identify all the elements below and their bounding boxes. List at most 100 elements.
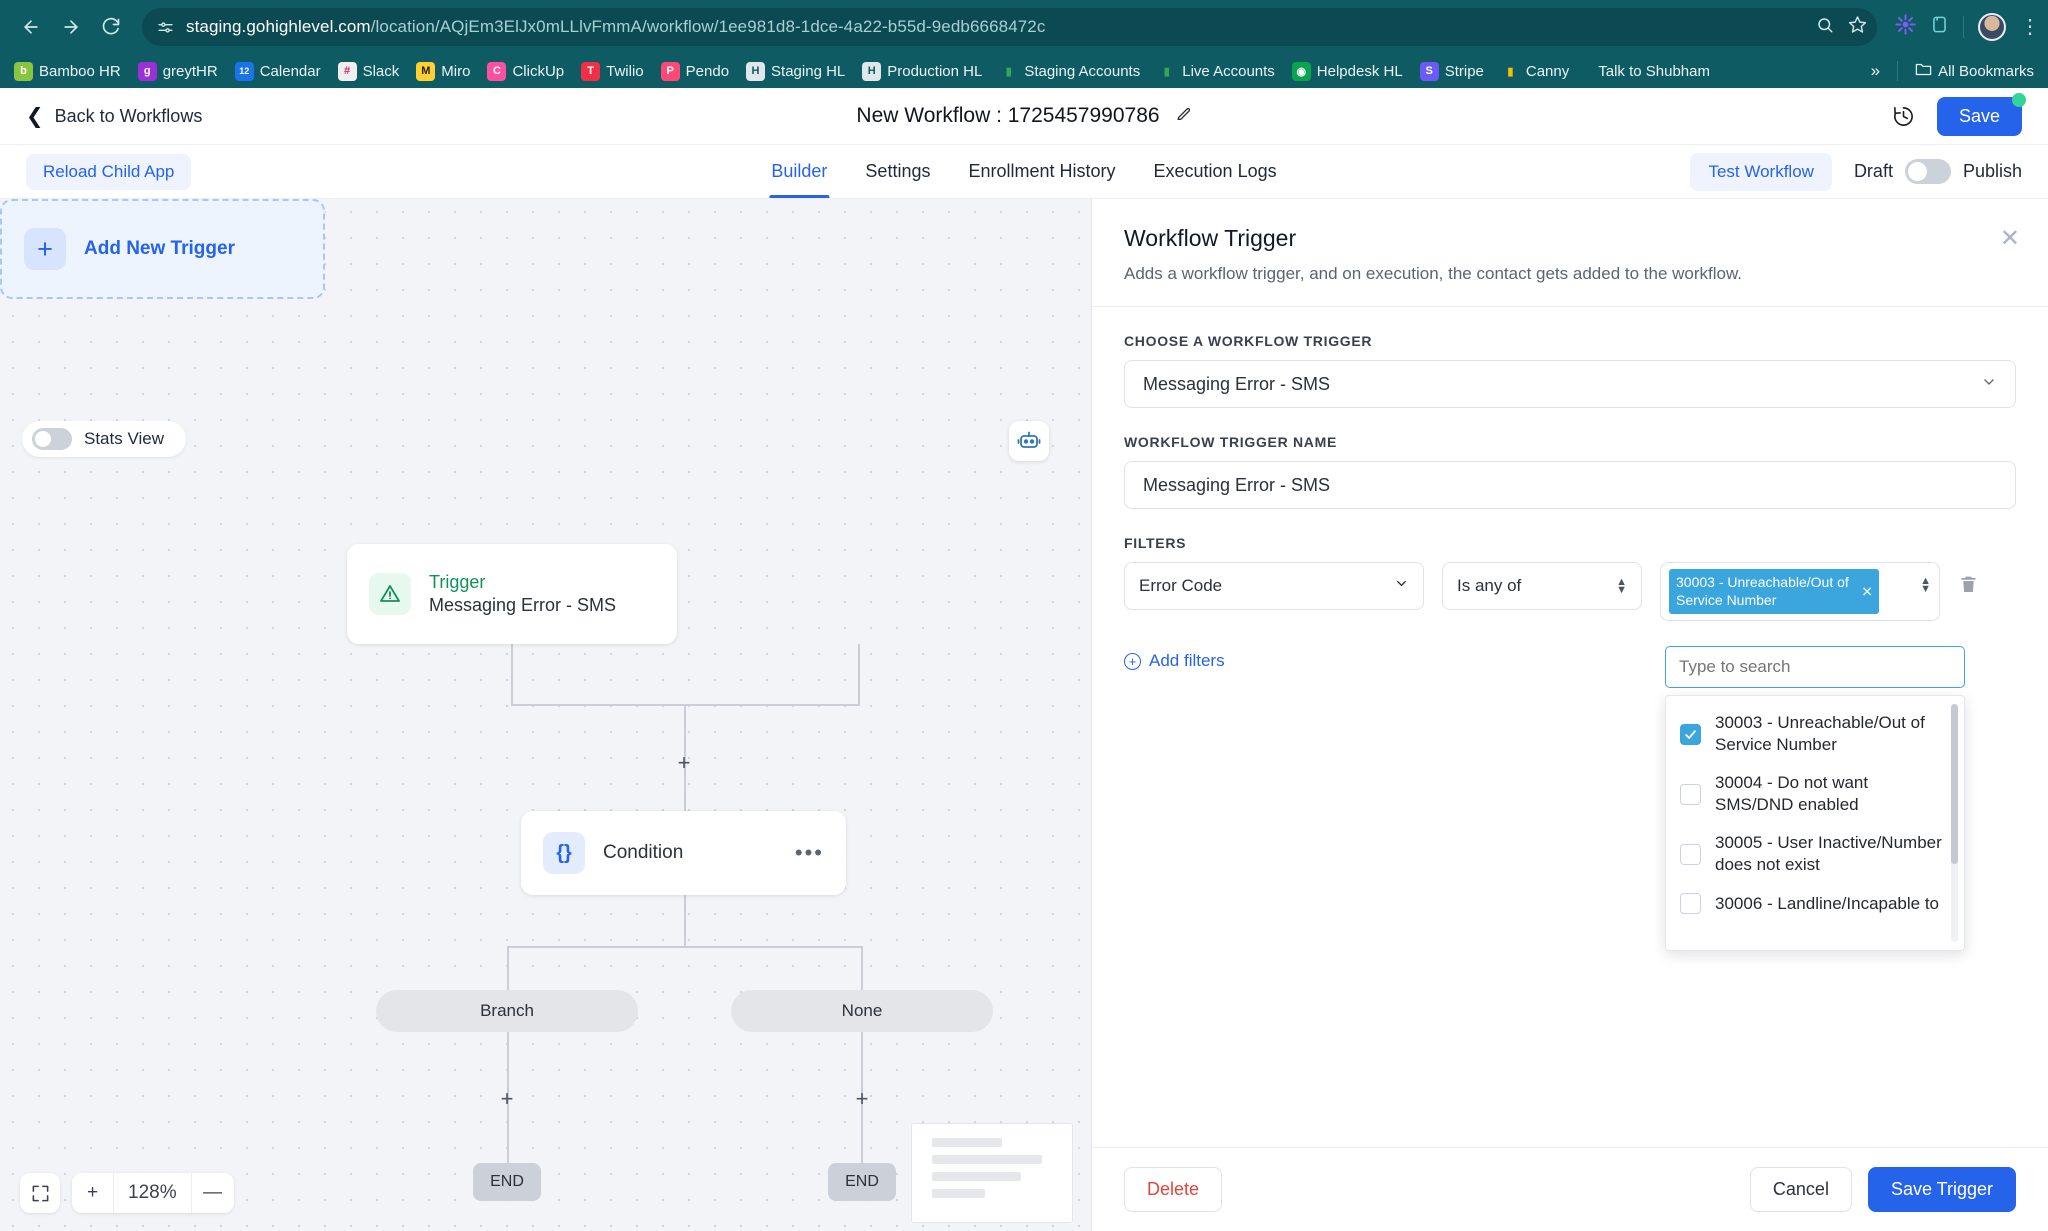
bookmark-item[interactable]: ▮Staging Accounts xyxy=(999,62,1140,81)
bookmark-label: Talk to Shubham xyxy=(1598,62,1710,80)
trigger-name-input[interactable]: Messaging Error - SMS xyxy=(1124,461,2016,509)
ai-assistant-icon[interactable] xyxy=(1009,421,1049,461)
add-filters-button[interactable]: + Add filters xyxy=(1124,651,2016,671)
unsaved-changes-indicator xyxy=(2012,92,2026,107)
condition-node[interactable]: {} Condition ••• xyxy=(521,811,846,895)
zoom-controls: + 128% — xyxy=(20,1173,234,1213)
end-node-right: END xyxy=(828,1163,896,1201)
stats-view-toggle-group[interactable]: Stats View xyxy=(22,421,187,457)
dropdown-option[interactable]: 30004 - Do not want SMS/DND enabled xyxy=(1666,764,1964,824)
workflow-canvas[interactable]: Stats View + + + Trigger Messaging Error… xyxy=(0,199,1092,1231)
ellipsis-icon[interactable]: ••• xyxy=(794,840,824,865)
bookmark-item[interactable]: Talk to Shubham xyxy=(1598,63,1710,80)
publish-toggle[interactable] xyxy=(1904,159,1951,184)
branch-pill-right[interactable]: None xyxy=(731,990,993,1032)
zoom-out-button[interactable]: — xyxy=(203,1182,223,1203)
forward-arrow-icon[interactable] xyxy=(54,10,88,44)
scrollbar-thumb[interactable] xyxy=(1951,704,1958,864)
add-step-branch-right-icon[interactable]: + xyxy=(855,1086,869,1111)
address-bar[interactable]: staging.gohighlevel.com/location/AQjEm3E… xyxy=(142,8,1877,46)
checkbox-icon[interactable] xyxy=(1680,893,1701,915)
add-new-trigger-button[interactable]: + Add New Trigger xyxy=(0,199,325,299)
edge-branch-left-end xyxy=(507,1032,509,1164)
back-to-workflows-button[interactable]: ❮ Back to Workflows xyxy=(26,106,202,127)
bookmark-item[interactable]: #Slack xyxy=(337,61,399,81)
zoom-level-label: 128% xyxy=(114,1173,192,1213)
dropdown-option[interactable]: 30003 - Unreachable/Out of Service Numbe… xyxy=(1666,704,1964,764)
add-step-main-icon[interactable]: + xyxy=(677,750,691,775)
selected-value-tag[interactable]: 30003 - Unreachable/Out of Service Numbe… xyxy=(1669,569,1879,614)
tab-enrollment-history[interactable]: Enrollment History xyxy=(968,161,1116,181)
bookmark-favicon: S xyxy=(1419,61,1439,81)
trigger-name-value: Messaging Error - SMS xyxy=(1143,474,1331,495)
bookmark-label: Bamboo HR xyxy=(39,62,121,80)
star-icon[interactable] xyxy=(1848,15,1867,39)
checkbox-icon[interactable] xyxy=(1680,843,1701,865)
search-input[interactable] xyxy=(1679,657,1951,677)
fit-screen-icon[interactable] xyxy=(20,1173,60,1213)
stats-view-toggle[interactable] xyxy=(32,428,72,450)
checkbox-icon[interactable] xyxy=(1680,783,1701,805)
bookmark-favicon: ▮ xyxy=(1507,65,1514,78)
branch-pill-left[interactable]: Branch xyxy=(376,990,638,1032)
search-input-wrapper[interactable] xyxy=(1665,646,1965,688)
bookmark-favicon: 12 xyxy=(234,61,254,81)
pencil-icon[interactable] xyxy=(1176,104,1192,128)
dropdown-option[interactable]: 30006 - Landline/Incapable to xyxy=(1666,885,1964,923)
trash-icon[interactable] xyxy=(1958,562,1979,600)
add-step-branch-left-icon[interactable]: + xyxy=(500,1086,514,1111)
filter-value-multiselect[interactable]: 30003 - Unreachable/Out of Service Numbe… xyxy=(1660,562,1940,621)
canvas-minimap[interactable] xyxy=(911,1123,1073,1223)
dropdown-option-list[interactable]: 30003 - Unreachable/Out of Service Numbe… xyxy=(1665,695,1965,951)
reload-child-app-button[interactable]: Reload Child App xyxy=(26,153,192,190)
bookmark-item[interactable]: ▮Live Accounts xyxy=(1157,62,1275,81)
profile-avatar-icon[interactable] xyxy=(1978,13,2006,41)
extensions-puzzle-icon[interactable] xyxy=(1930,15,1949,39)
zoom-in-button[interactable]: + xyxy=(72,1173,114,1213)
bookmark-item[interactable]: ▮Canny xyxy=(1501,62,1569,81)
dropdown-option[interactable]: 30005 - User Inactive/Number does not ex… xyxy=(1666,824,1964,884)
delete-button[interactable]: Delete xyxy=(1124,1167,1223,1212)
bookmarks-overflow-icon[interactable]: » xyxy=(1870,61,1881,80)
back-arrow-icon[interactable] xyxy=(14,10,48,44)
trigger-node[interactable]: Trigger Messaging Error - SMS xyxy=(347,544,677,644)
reload-icon[interactable] xyxy=(94,10,128,44)
save-button[interactable]: Save xyxy=(1936,92,2026,136)
search-icon[interactable] xyxy=(1816,16,1834,39)
app-header: ❮ Back to Workflows New Workflow : 17254… xyxy=(0,88,2048,145)
filter-operator-select[interactable]: Is any of ▲▼ xyxy=(1442,562,1642,610)
choose-trigger-select[interactable]: Messaging Error - SMS xyxy=(1124,360,2016,408)
bookmark-favicon: ▮ xyxy=(1005,65,1012,78)
bookmark-item[interactable]: ◉Helpdesk HL xyxy=(1291,61,1403,81)
tab-builder[interactable]: Builder xyxy=(769,145,830,198)
all-bookmarks-button[interactable]: All Bookmarks xyxy=(1915,62,2034,81)
close-tag-icon[interactable]: ✕ xyxy=(1861,582,1873,599)
bookmark-label: Twilio xyxy=(606,62,644,80)
filter-field-select[interactable]: Error Code xyxy=(1124,562,1424,610)
extension-icon[interactable] xyxy=(1895,14,1916,40)
cancel-button[interactable]: Cancel xyxy=(1749,1167,1852,1212)
site-settings-icon[interactable] xyxy=(154,16,176,38)
browser-toolbar: staging.gohighlevel.com/location/AQjEm3E… xyxy=(0,0,2048,54)
checkbox-checked-icon[interactable] xyxy=(1680,723,1701,745)
tab-settings[interactable]: Settings xyxy=(865,161,931,181)
test-workflow-button[interactable]: Test Workflow xyxy=(1690,152,1832,191)
edge-condition-down xyxy=(684,895,686,947)
tab-execution-logs[interactable]: Execution Logs xyxy=(1153,161,1277,181)
dropdown-option-label: 30006 - Landline/Incapable to xyxy=(1715,893,1940,913)
kebab-menu-icon[interactable]: ⋮ xyxy=(2020,16,2040,38)
save-trigger-button[interactable]: Save Trigger xyxy=(1867,1167,2016,1212)
close-icon[interactable]: ✕ xyxy=(1999,225,2020,252)
clock-history-icon[interactable] xyxy=(1892,105,1915,128)
